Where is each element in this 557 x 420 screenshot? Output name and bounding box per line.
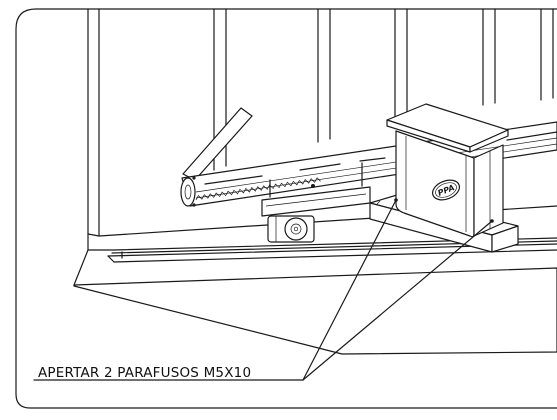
callout-label: APERTAR 2 PARAFUSOS M5X10 bbox=[38, 365, 251, 381]
callout-leaders bbox=[33, 199, 493, 381]
gate-motor-housing bbox=[386, 103, 509, 238]
ground-slab bbox=[73, 249, 557, 355]
gate-wheel bbox=[267, 215, 315, 243]
diagram-frame bbox=[15, 8, 557, 409]
brand-logo: PPA bbox=[431, 179, 461, 201]
